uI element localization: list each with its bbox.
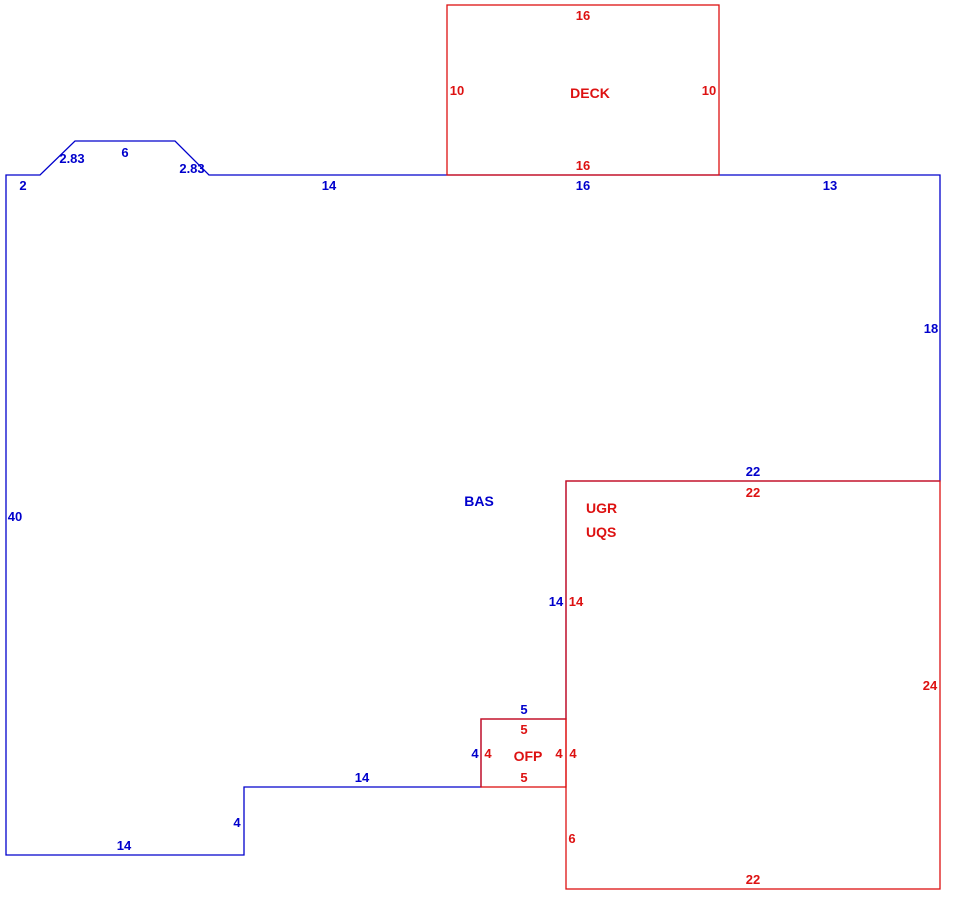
garage-dim-bottom: 22 — [746, 872, 760, 887]
ofp-dim-right: 4 — [555, 746, 563, 761]
bas-dim-chamfer-left: 2.83 — [59, 151, 84, 166]
deck-area-label: DECK — [570, 85, 610, 101]
bas-dim-right: 18 — [924, 321, 938, 336]
garage-ofp-dim: 4 — [569, 746, 577, 761]
garage-outline — [565, 480, 941, 890]
bas-dim-ofp-left: 4 — [471, 746, 479, 761]
garage-dim-right: 24 — [923, 678, 938, 693]
ofp-outline — [480, 718, 567, 788]
bas-dim-top-right: 13 — [823, 178, 837, 193]
bas-dim-top-mid: 14 — [322, 178, 337, 193]
bas-dim-bottom: 14 — [117, 838, 132, 853]
deck-outline — [446, 4, 720, 176]
deck-dim-top: 16 — [576, 8, 590, 23]
bas-dim-top-deck: 16 — [576, 178, 590, 193]
bas-dim-bump-top: 6 — [121, 145, 128, 160]
ofp-dim-bottom: 5 — [520, 770, 527, 785]
deck-dim-left: 10 — [450, 83, 464, 98]
ofp-dim-left: 4 — [484, 746, 492, 761]
uqs-area-label: UQS — [586, 524, 616, 540]
bas-dim-step-top: 14 — [355, 770, 370, 785]
garage-dim-top: 22 — [746, 485, 760, 500]
deck-dim-bottom: 16 — [576, 158, 590, 173]
bas-dim-chamfer-right: 2.83 — [179, 161, 204, 176]
bas-dim-left-short: 2 — [19, 178, 26, 193]
ofp-area-label: OFP — [514, 748, 543, 764]
bas-dim-left: 40 — [8, 509, 22, 524]
garage-dim-lower-left: 6 — [568, 831, 575, 846]
garage-dim-left: 14 — [569, 594, 584, 609]
ofp-dim-top: 5 — [520, 722, 527, 737]
ugr-area-label: UGR — [586, 500, 617, 516]
bas-area-label: BAS — [464, 493, 494, 509]
deck-dim-right: 10 — [702, 83, 716, 98]
bas-dim-garage-top: 22 — [746, 464, 760, 479]
bas-dim-step-vertical: 4 — [233, 815, 241, 830]
bas-dim-ofp-top: 5 — [520, 702, 527, 717]
bas-dim-garage-left: 14 — [549, 594, 564, 609]
